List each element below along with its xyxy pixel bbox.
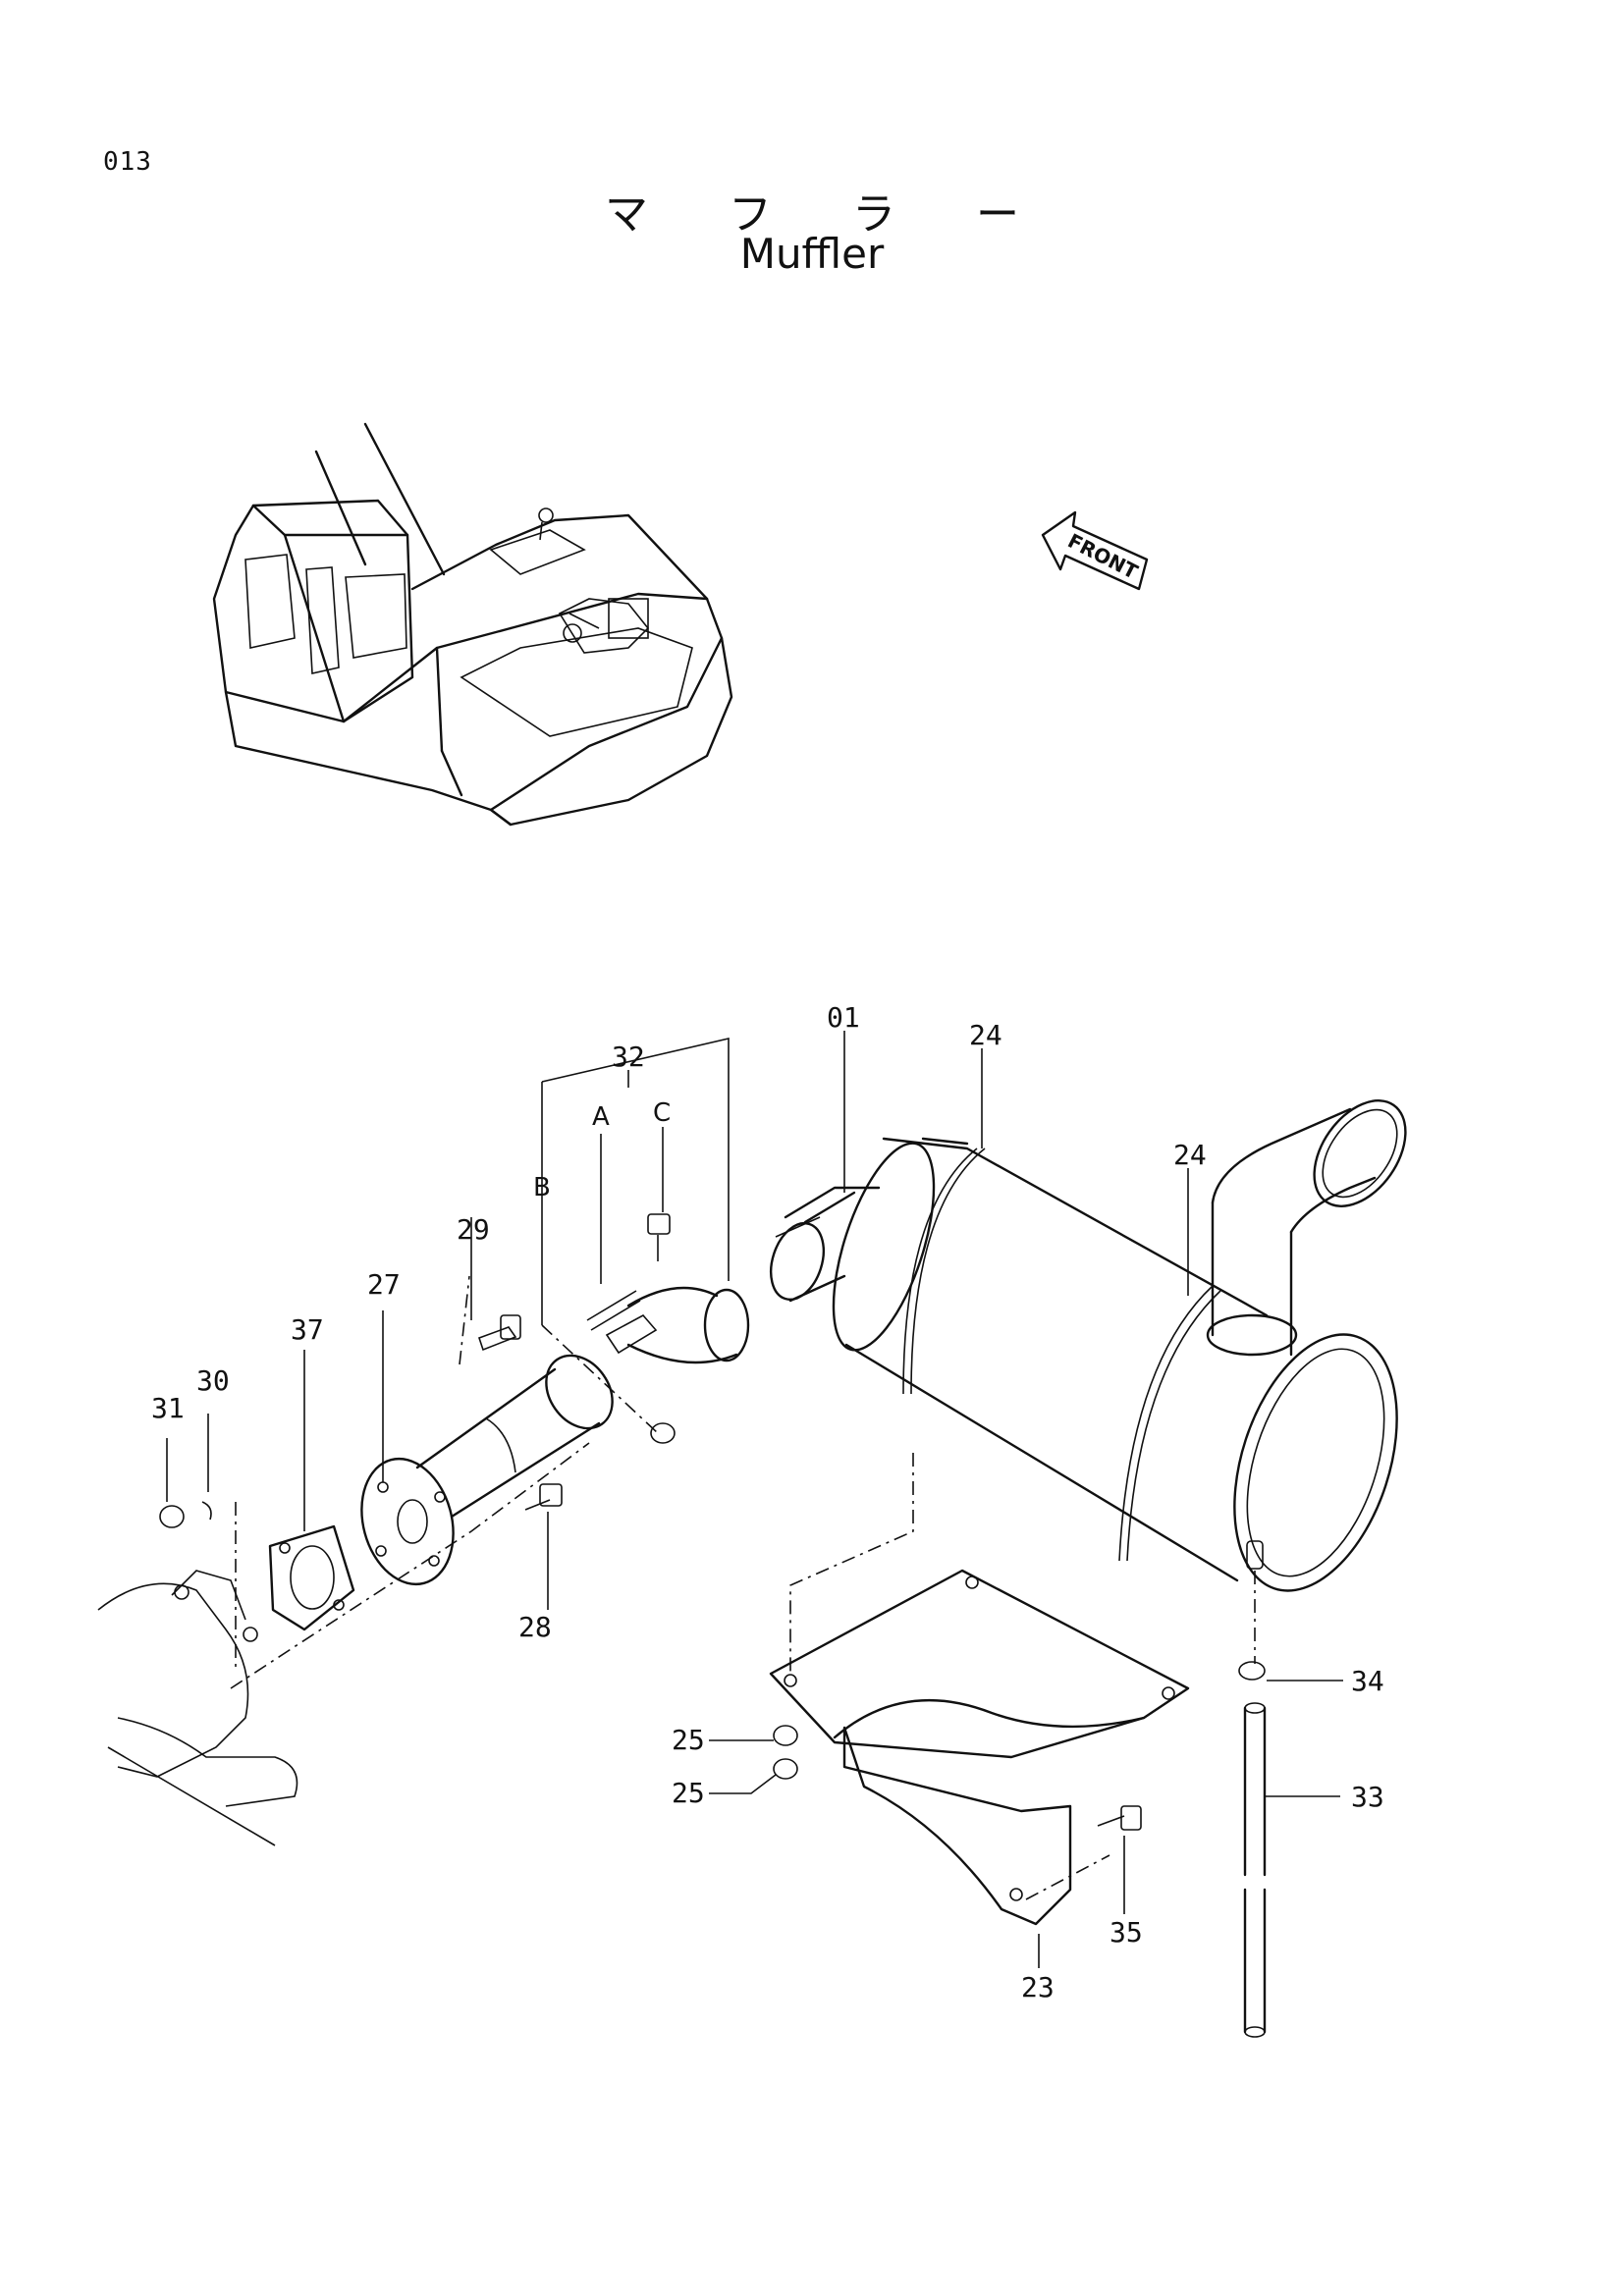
label-25-upper: 25 (672, 1724, 705, 1756)
muffler-body (770, 1099, 1407, 1592)
label-c: C (653, 1098, 671, 1128)
label-34: 34 (1351, 1665, 1384, 1697)
front-arrow: FRONT (1041, 510, 1149, 591)
page-number: 013 (103, 147, 152, 177)
flange-pipe-27 (360, 1354, 614, 1586)
front-label: FRONT (1064, 529, 1142, 584)
label-27: 27 (367, 1268, 401, 1301)
title-english: Muffler (739, 230, 885, 278)
label-28: 28 (518, 1611, 552, 1643)
label-a: A (592, 1102, 610, 1132)
leader-lines (166, 1031, 1343, 1968)
machine-overview (212, 422, 733, 827)
label-30: 30 (196, 1364, 230, 1397)
label-b: B (533, 1173, 551, 1202)
clamp-32 (586, 1286, 750, 1364)
label-24-left: 24 (969, 1019, 1002, 1051)
part-labels: 01 24 24 32 29 27 37 30 31 28 34 33 25 2… (151, 1001, 1384, 2003)
label-37: 37 (291, 1313, 324, 1346)
label-33: 33 (1351, 1781, 1384, 1813)
label-29: 29 (457, 1213, 490, 1246)
label-35: 35 (1110, 1916, 1143, 1949)
label-32: 32 (612, 1041, 645, 1073)
label-23: 23 (1021, 1971, 1055, 2003)
gasket-37 (268, 1524, 355, 1631)
label-25-lower: 25 (672, 1777, 705, 1809)
hardware (159, 1213, 1267, 2038)
label-24-right: 24 (1173, 1139, 1207, 1171)
label-31: 31 (151, 1392, 185, 1424)
title-japanese: マ フ ラ ー (605, 189, 1053, 240)
label-01: 01 (827, 1001, 860, 1034)
muffler-bracket (769, 1569, 1190, 1926)
turbo-outline (97, 1570, 298, 1846)
